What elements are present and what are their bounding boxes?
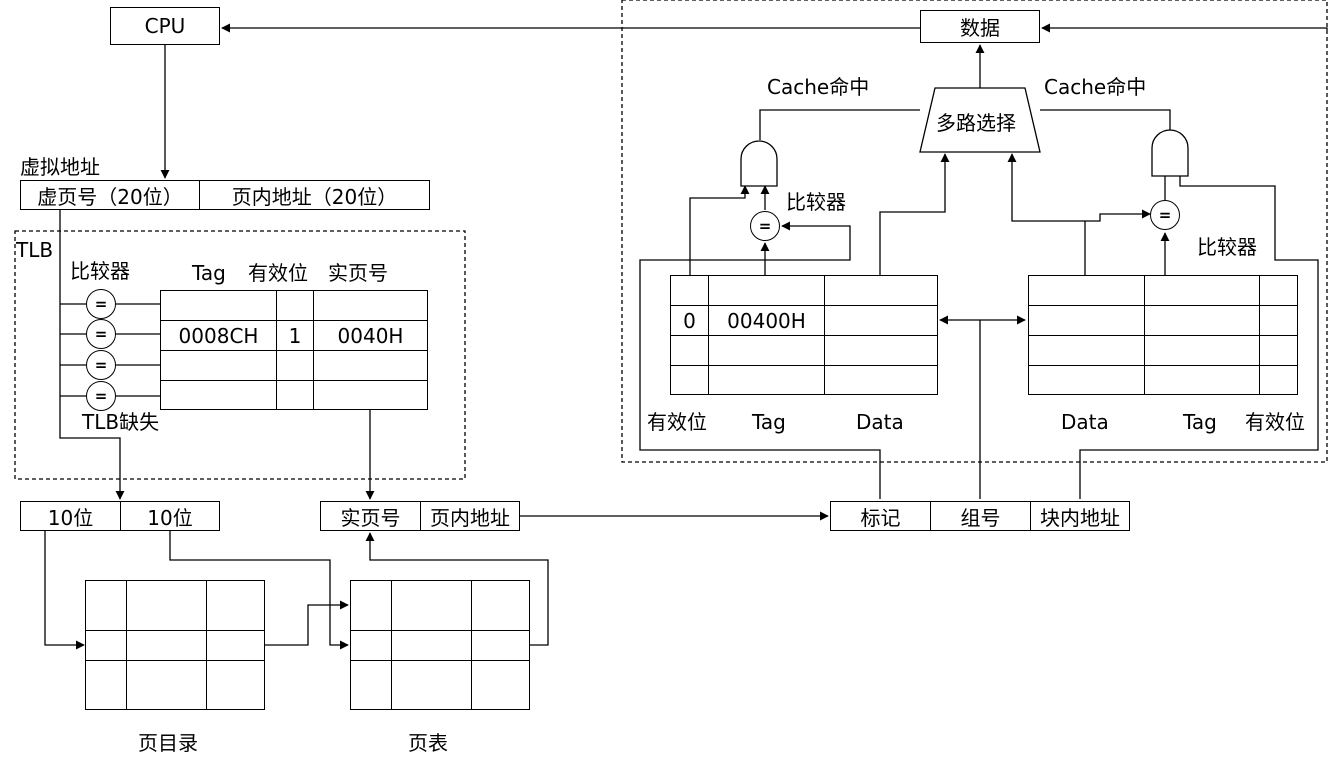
cache-hit-left-label: Cache命中 <box>767 75 870 99</box>
cache-tag-field: 标记 <box>830 501 931 531</box>
cache-left-header-tag: Tag <box>752 410 786 434</box>
cache-block-offset-label: 块内地址 <box>1040 505 1120 530</box>
virtual-page-offset-label: 页内地址（20位） <box>231 184 398 209</box>
page-directory-table <box>85 580 265 710</box>
physical-page-number-label: 实页号 <box>340 505 401 530</box>
cache-right-header-tag: Tag <box>1183 410 1217 434</box>
cache-hit-right-label: Cache命中 <box>1044 75 1147 99</box>
virtual-page-number-field: 虚页号（20位） <box>20 180 200 210</box>
virtual-page-number-label: 虚页号（20位） <box>37 184 183 209</box>
cache-way-right-table <box>1028 275 1298 395</box>
va-split-low-label: 10位 <box>147 505 193 530</box>
cache-left-cell-valid: 0 <box>683 308 696 333</box>
cache-right-header-data: Data <box>1061 410 1109 434</box>
mux-shape <box>919 87 1041 153</box>
mux-label: 多路选择 <box>936 111 1016 135</box>
cache-tag-field-label: 标记 <box>860 505 901 530</box>
cache-comparator-right-label: 比较器 <box>1197 235 1257 259</box>
data-output-label: 数据 <box>960 16 1000 40</box>
virtual-address-caption: 虚拟地址 <box>20 155 100 179</box>
physical-page-number-field: 实页号 <box>320 501 421 531</box>
tlb-region <box>14 230 466 480</box>
page-table-table <box>350 580 530 710</box>
tlb-comparator-4: = <box>86 381 116 411</box>
cache-set-field-label: 组号 <box>960 505 1001 530</box>
cache-left-header-valid: 有效位 <box>647 410 707 434</box>
and-gate-right <box>1151 129 1189 177</box>
cpu-label: CPU <box>144 14 186 38</box>
tlb-comparator-label: 比较器 <box>70 259 130 283</box>
tlb-header-page: 实页号 <box>328 261 388 285</box>
cache-left-cell-tag: 00400H <box>727 308 806 333</box>
cache-right-header-valid: 有效位 <box>1245 410 1305 434</box>
cache-set-field: 组号 <box>930 501 1031 531</box>
page-table-label: 页表 <box>408 731 448 755</box>
cache-left-header-data: Data <box>856 410 904 434</box>
tlb-cell-page: 0040H <box>337 323 404 348</box>
physical-offset-field: 页内地址 <box>420 501 520 531</box>
tlb-comparator-3: = <box>86 350 116 380</box>
va-split-high: 10位 <box>20 501 121 531</box>
tlb-miss-label: TLB缺失 <box>82 410 160 434</box>
tlb-comparator-2: = <box>86 319 116 349</box>
page-directory-label: 页目录 <box>138 731 198 755</box>
tlb-comparator-1: = <box>86 289 116 319</box>
tlb-header-valid: 有效位 <box>248 261 308 285</box>
data-output-box: 数据 <box>920 10 1040 43</box>
and-gate-left <box>740 140 778 187</box>
cache-way-left-table: 0 00400H <box>670 275 938 395</box>
cache-comparator-left-label: 比较器 <box>786 190 846 214</box>
cache-region <box>621 0 1328 463</box>
tlb-table: 0008CH 1 0040H <box>160 290 428 410</box>
cache-comparator-left: = <box>750 211 780 241</box>
cache-block-offset-field: 块内地址 <box>1030 501 1130 531</box>
cpu-box: CPU <box>110 7 220 45</box>
virtual-page-offset-field: 页内地址（20位） <box>199 180 430 210</box>
tlb-header-tag: Tag <box>192 261 226 285</box>
physical-offset-label: 页内地址 <box>430 505 510 530</box>
tlb-cell-valid: 1 <box>288 323 302 348</box>
va-split-low: 10位 <box>120 501 220 531</box>
cache-comparator-right: = <box>1150 200 1180 230</box>
tlb-cell-tag: 0008CH <box>178 323 259 348</box>
va-split-high-label: 10位 <box>47 505 94 530</box>
tlb-label: TLB <box>16 238 54 262</box>
